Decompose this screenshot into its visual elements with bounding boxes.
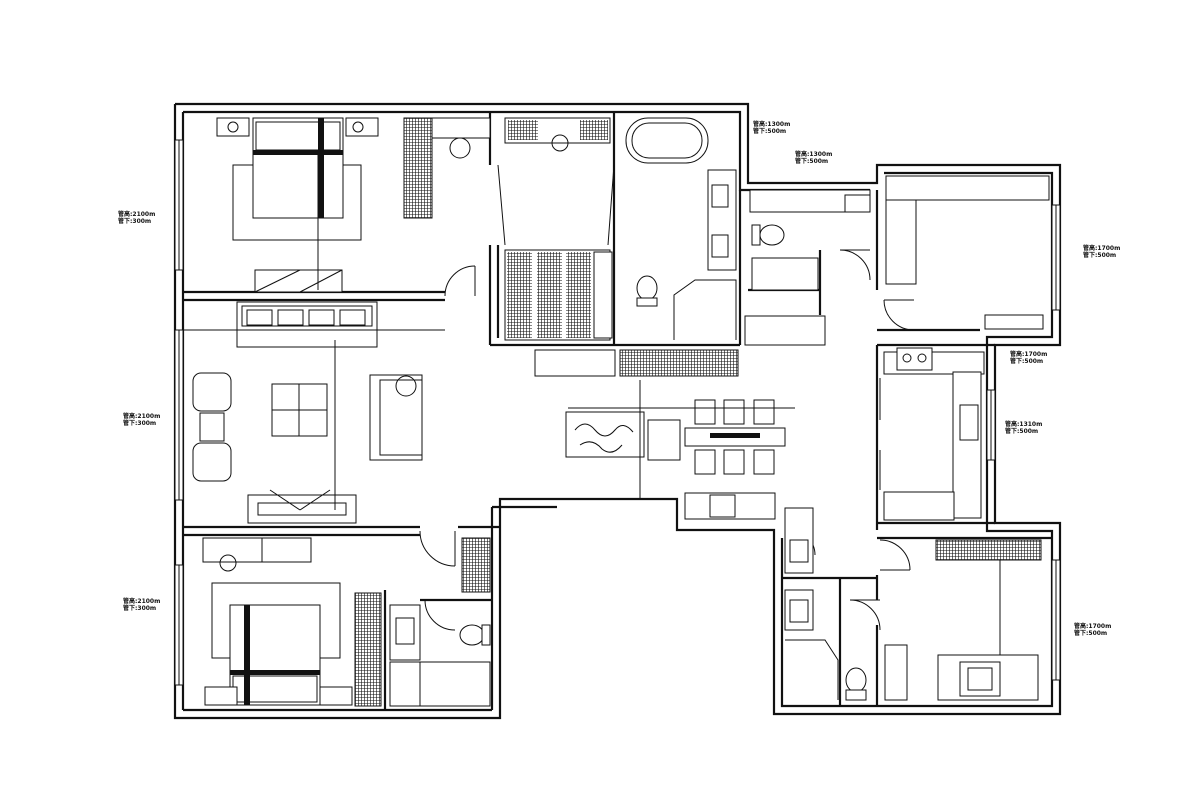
walk-in-closet [497,117,615,341]
bedroom-bottom-left [202,537,491,707]
master-bathroom [625,117,871,346]
bathroom-bottom-left [389,604,491,707]
kitchen [879,347,985,521]
bedroom-top-left [216,117,491,293]
bathroom-bottom-right [784,507,867,701]
bedroom-top-right [885,175,1050,330]
windows [174,139,1061,686]
dining-area [534,349,795,520]
living-room [183,301,445,524]
interior-walls [183,112,1052,710]
bedroom-bottom-right [884,539,1042,701]
